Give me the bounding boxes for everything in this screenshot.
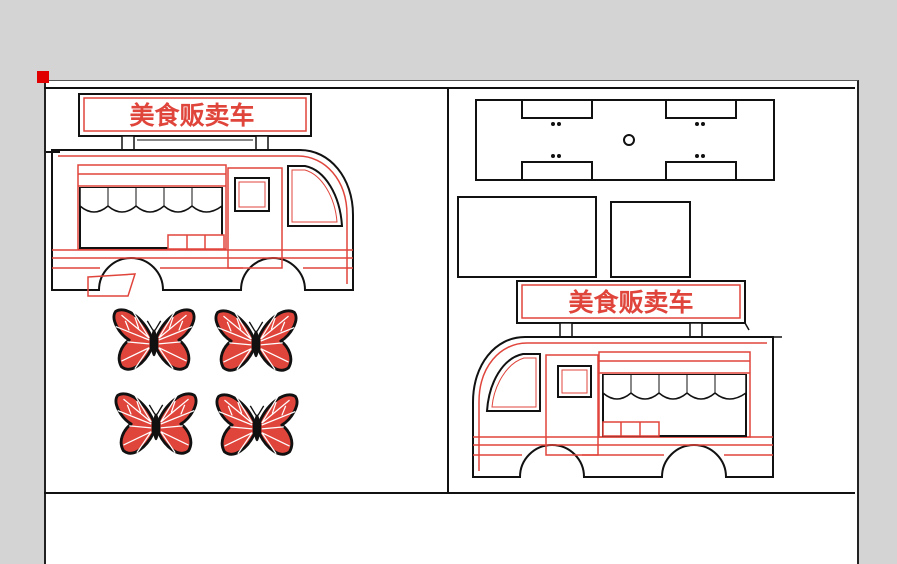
food-truck-left[interactable]: 美食贩卖车 [46,93,354,297]
butterfly-icon [114,392,198,455]
serving-window-right [598,351,751,438]
serving-window-left [77,164,227,250]
butterfly-icon [214,309,298,372]
sign-text-right: 美食贩卖车 [568,288,693,317]
butterfly-group [112,308,299,456]
butterfly-icon [112,308,196,371]
truck-door-right [545,354,599,456]
food-truck-right[interactable]: 美食贩卖车 [472,280,782,478]
sign-board-left: 美食贩卖车 [78,93,312,151]
sign-text-left: 美食贩卖车 [129,101,254,130]
blank-panel-wide [457,196,597,278]
selection-handle-icon[interactable] [37,71,49,83]
chassis-top-view [475,99,775,181]
windshield-left [287,165,344,227]
butterfly-icon [215,393,299,456]
truck-door-left [227,167,283,269]
windshield-right [485,353,541,412]
blank-panel-square [610,201,691,278]
sign-board-right: 美食贩卖车 [516,280,782,339]
panel-frame [44,87,855,494]
